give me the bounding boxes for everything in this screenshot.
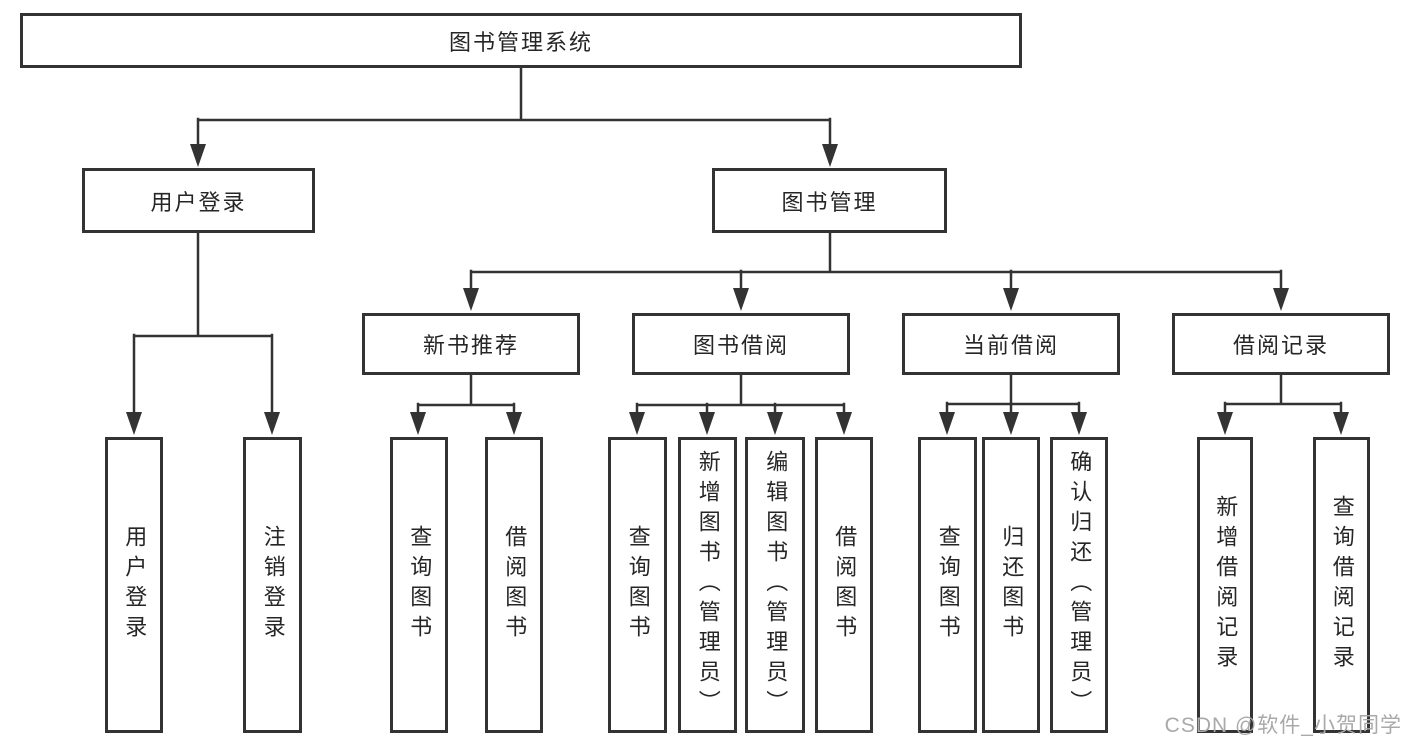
- leaf-query-books-borrow: 查询图书: [608, 437, 667, 733]
- leaf-label: 确认归还（管理员）: [1067, 450, 1093, 720]
- leaf-label: 注销登录: [260, 525, 286, 645]
- leaf-label: 新增图书（管理员）: [695, 450, 721, 720]
- node-label: 新书推荐: [422, 333, 519, 358]
- edge-userlogin-to-leaves: [132, 231, 274, 417]
- leaf-label: 查询图书: [935, 525, 961, 645]
- edge-current-to-leaves: [945, 373, 1081, 417]
- leaf-label: 用户登录: [122, 525, 148, 645]
- node-current-borrow: 当前借阅: [902, 313, 1120, 375]
- leaf-borrow-books: 借阅图书: [815, 437, 873, 733]
- node-book-management: 图书管理: [712, 168, 947, 233]
- leaf-query-borrow-record: 查询借阅记录: [1313, 437, 1370, 733]
- node-label: 借阅记录: [1232, 333, 1329, 358]
- node-library-management-system: 图书管理系统: [20, 13, 1022, 68]
- leaf-label: 查询借阅记录: [1329, 495, 1355, 675]
- node-user-login: 用户登录: [82, 168, 315, 233]
- node-label: 图书管理系统: [448, 29, 593, 55]
- leaf-label: 编辑图书（管理员）: [763, 450, 789, 720]
- node-borrow-records: 借阅记录: [1172, 313, 1390, 375]
- leaf-query-books-current: 查询图书: [918, 437, 977, 733]
- node-label: 用户登录: [150, 189, 247, 215]
- leaf-confirm-return-admin: 确认归还（管理员）: [1050, 437, 1108, 733]
- edge-borrow-to-leaves: [635, 373, 846, 417]
- node-label: 图书借阅: [692, 333, 789, 358]
- edge-recommend-to-leaves: [416, 373, 516, 417]
- leaf-label: 查询图书: [407, 525, 433, 645]
- node-label: 图书管理: [781, 189, 878, 215]
- leaf-query-books-recommend: 查询图书: [390, 437, 448, 733]
- node-label: 当前借阅: [962, 333, 1059, 358]
- leaf-user-login: 用户登录: [105, 437, 163, 733]
- leaf-label: 借阅图书: [832, 525, 858, 645]
- node-book-borrow: 图书借阅: [632, 313, 850, 375]
- leaf-add-books-admin: 新增图书（管理员）: [678, 437, 737, 733]
- leaf-label: 归还图书: [999, 525, 1025, 645]
- edge-records-to-leaves: [1223, 373, 1343, 417]
- leaf-label: 借阅图书: [502, 525, 528, 645]
- leaf-logout-login: 注销登录: [243, 437, 302, 733]
- leaf-edit-books-admin: 编辑图书（管理员）: [745, 437, 805, 733]
- csdn-watermark: CSDN @软件_小贺同学: [1164, 714, 1402, 737]
- edge-bookmgmt-to-level3: [469, 231, 1283, 293]
- leaf-label: 新增借阅记录: [1213, 495, 1239, 675]
- leaf-borrow-books-recommend: 借阅图书: [485, 437, 543, 733]
- leaf-add-borrow-record: 新增借阅记录: [1197, 437, 1253, 733]
- edge-root-to-level2: [196, 66, 832, 149]
- leaf-return-books: 归还图书: [982, 437, 1040, 733]
- node-new-book-recommend: 新书推荐: [362, 313, 580, 375]
- leaf-label: 查询图书: [625, 525, 651, 645]
